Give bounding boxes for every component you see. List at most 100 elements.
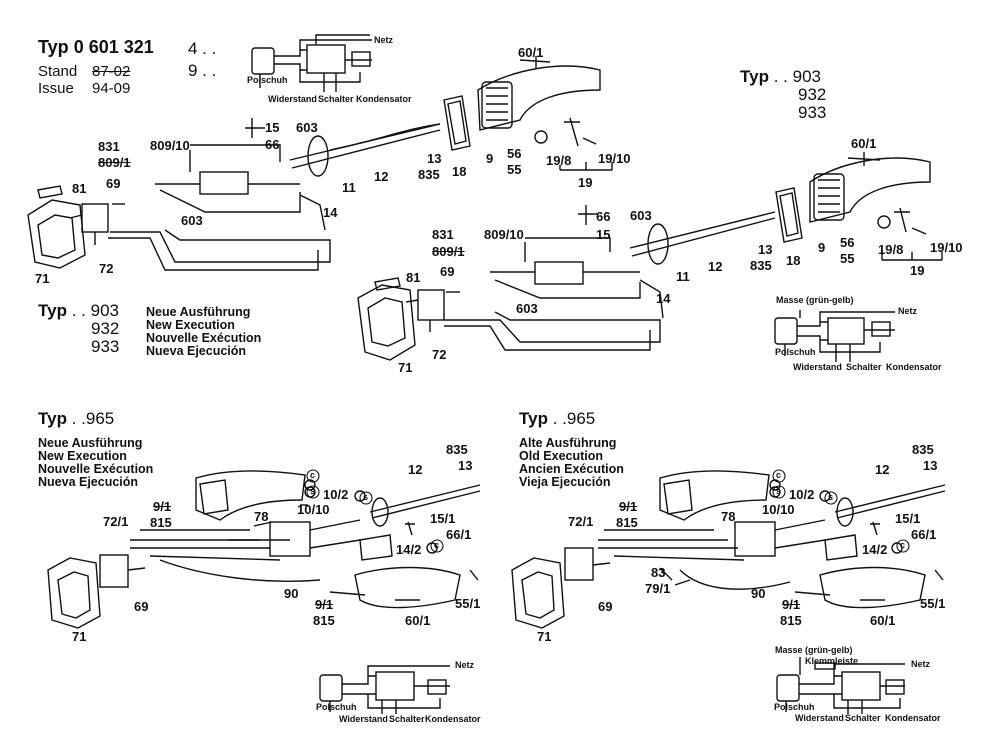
part-label: 15 bbox=[265, 120, 280, 135]
part-label: 78 bbox=[721, 509, 736, 524]
part-label: 10/10 bbox=[297, 502, 330, 517]
part-label: 69 bbox=[440, 264, 455, 279]
part-label: 81 bbox=[72, 181, 87, 196]
typ-965-left-dots: . . bbox=[71, 409, 86, 428]
header-typ-number: 0 601 321 bbox=[73, 37, 154, 57]
typ-left-exec-de: Neue Ausführung bbox=[146, 305, 251, 319]
typ-right-word: Typ bbox=[740, 67, 769, 86]
wiring-bl-widerstand: Widerstand bbox=[339, 714, 388, 724]
part-label: 13 bbox=[458, 458, 473, 473]
part-label: 72 bbox=[99, 261, 114, 276]
part-label: 11 bbox=[342, 180, 356, 195]
typ-965-left-exec-es: Nueva Ejecución bbox=[38, 475, 139, 489]
header-typ-suffix-2: 9 . . bbox=[188, 61, 217, 80]
part-label: 815 bbox=[150, 515, 172, 530]
part-label: 72/1 bbox=[568, 514, 594, 529]
part-label: 66 bbox=[596, 209, 611, 224]
part-label: 809/10 bbox=[484, 227, 524, 242]
bottom-left-assembly bbox=[47, 470, 481, 714]
wiring-br-klemmleiste: Klemmleiste bbox=[805, 656, 859, 666]
part-label: 14/2 bbox=[396, 542, 422, 557]
typ-965-left-exec-de: Neue Ausführung bbox=[38, 436, 143, 450]
part-label: 809/1 bbox=[98, 155, 131, 170]
part-label: 14 bbox=[323, 205, 338, 220]
part-label: 90 bbox=[751, 586, 766, 601]
mark-s: s bbox=[828, 492, 834, 502]
wiring-tl-netz: Netz bbox=[374, 35, 394, 45]
wiring-br-schalter: Schalter bbox=[845, 713, 881, 723]
wiring-tl-polschuh: Polschuh bbox=[247, 75, 288, 85]
typ-965-right-word: Typ bbox=[519, 409, 548, 428]
typ-965-right-number: 965 bbox=[566, 409, 596, 428]
header-issue-label: Issue bbox=[38, 80, 74, 97]
top-right-assembly bbox=[357, 152, 943, 362]
mark-s: s bbox=[363, 492, 369, 502]
part-label: 815 bbox=[780, 613, 802, 628]
typ-left-variant-2: 932 bbox=[91, 319, 120, 338]
part-label: 72 bbox=[432, 347, 447, 362]
part-label: 66/1 bbox=[446, 527, 472, 542]
wiring-tr-netz: Netz bbox=[898, 306, 918, 316]
typ-965-left-block: Typ . .965 bbox=[38, 410, 114, 427]
wiring-tr-kondensator: Kondensator bbox=[886, 362, 942, 372]
wiring-tr-polschuh: Polschuh bbox=[775, 347, 816, 357]
part-label: 603 bbox=[181, 213, 203, 228]
part-label: 9/1 bbox=[153, 499, 172, 514]
part-label: 69 bbox=[106, 176, 121, 191]
part-label: 69 bbox=[598, 599, 613, 614]
mark-s: s bbox=[776, 486, 782, 496]
mark-s: s bbox=[310, 486, 316, 496]
header-stand-label: Stand bbox=[38, 63, 78, 80]
part-label: 55 bbox=[507, 162, 522, 177]
part-label: 83 bbox=[651, 565, 666, 580]
wiring-bl-polschuh: Polschuh bbox=[316, 702, 357, 712]
typ-965-right-dots: . . bbox=[552, 409, 567, 428]
part-label: 71 bbox=[35, 271, 50, 286]
part-label: 13 bbox=[923, 458, 938, 473]
typ-965-left-number: 965 bbox=[85, 409, 115, 428]
typ-left-dots: . . bbox=[71, 301, 86, 320]
part-label: 69 bbox=[134, 599, 149, 614]
part-label: 603 bbox=[516, 301, 538, 316]
part-label: 603 bbox=[630, 208, 652, 223]
header-typ-word: Typ bbox=[38, 37, 69, 57]
typ-965-right-exec-es: Vieja Ejecución bbox=[519, 475, 611, 489]
part-label: 9/1 bbox=[619, 499, 638, 514]
part-label: 19/8 bbox=[546, 153, 572, 168]
part-label: 56 bbox=[840, 235, 855, 250]
wiring-br-polschuh: Polschuh bbox=[774, 702, 815, 712]
typ-left-exec-en: New Execution bbox=[146, 318, 235, 332]
part-label: 14 bbox=[656, 291, 671, 306]
part-label: 71 bbox=[398, 360, 413, 375]
part-label: 10/2 bbox=[323, 487, 349, 502]
part-label: 831 bbox=[432, 227, 454, 242]
part-label: 19 bbox=[578, 175, 593, 190]
part-label: 9 bbox=[486, 151, 494, 166]
part-label: 60/1 bbox=[870, 613, 896, 628]
part-label: 19 bbox=[910, 263, 925, 278]
part-label: 19/10 bbox=[930, 240, 963, 255]
header-issue-value: 94-09 bbox=[92, 80, 131, 97]
typ-left-variant-3: 933 bbox=[91, 337, 120, 356]
wiring-br-kondensator: Kondensator bbox=[885, 713, 941, 723]
part-label: 835 bbox=[912, 442, 934, 457]
part-label: 835 bbox=[750, 258, 772, 273]
part-label: 14/2 bbox=[862, 542, 888, 557]
wiring-tr-masse: Masse (grün-gelb) bbox=[776, 295, 854, 305]
part-label: 13 bbox=[427, 151, 442, 166]
part-label: 835 bbox=[418, 167, 440, 182]
mark-c: c bbox=[900, 540, 906, 550]
part-label: 71 bbox=[72, 629, 87, 644]
part-label: 809/10 bbox=[150, 138, 190, 153]
typ-left-word: Typ bbox=[38, 301, 67, 320]
part-label: 90 bbox=[284, 586, 299, 601]
typ-right-variant-2: 932 bbox=[798, 85, 827, 104]
part-label: 15/1 bbox=[430, 511, 456, 526]
part-label: 11 bbox=[676, 269, 690, 284]
part-label: 12 bbox=[408, 462, 423, 477]
wiring-tr-schalter: Schalter bbox=[846, 362, 882, 372]
part-label: 18 bbox=[452, 164, 467, 179]
part-label: 10/2 bbox=[789, 487, 815, 502]
typ-right-block: Typ . . 903 bbox=[740, 68, 821, 85]
